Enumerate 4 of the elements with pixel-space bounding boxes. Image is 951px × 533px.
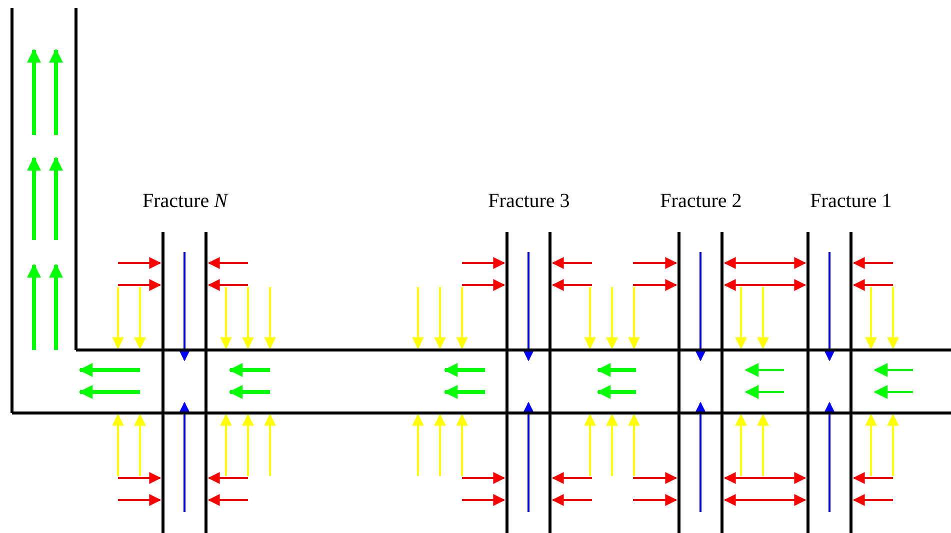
fracture-label: Fracture 2 xyxy=(660,190,742,213)
fracture-label: Fracture 3 xyxy=(488,190,570,213)
fracture-label: Fracture 1 xyxy=(810,190,892,213)
fracture-label: Fracture N xyxy=(142,190,228,213)
